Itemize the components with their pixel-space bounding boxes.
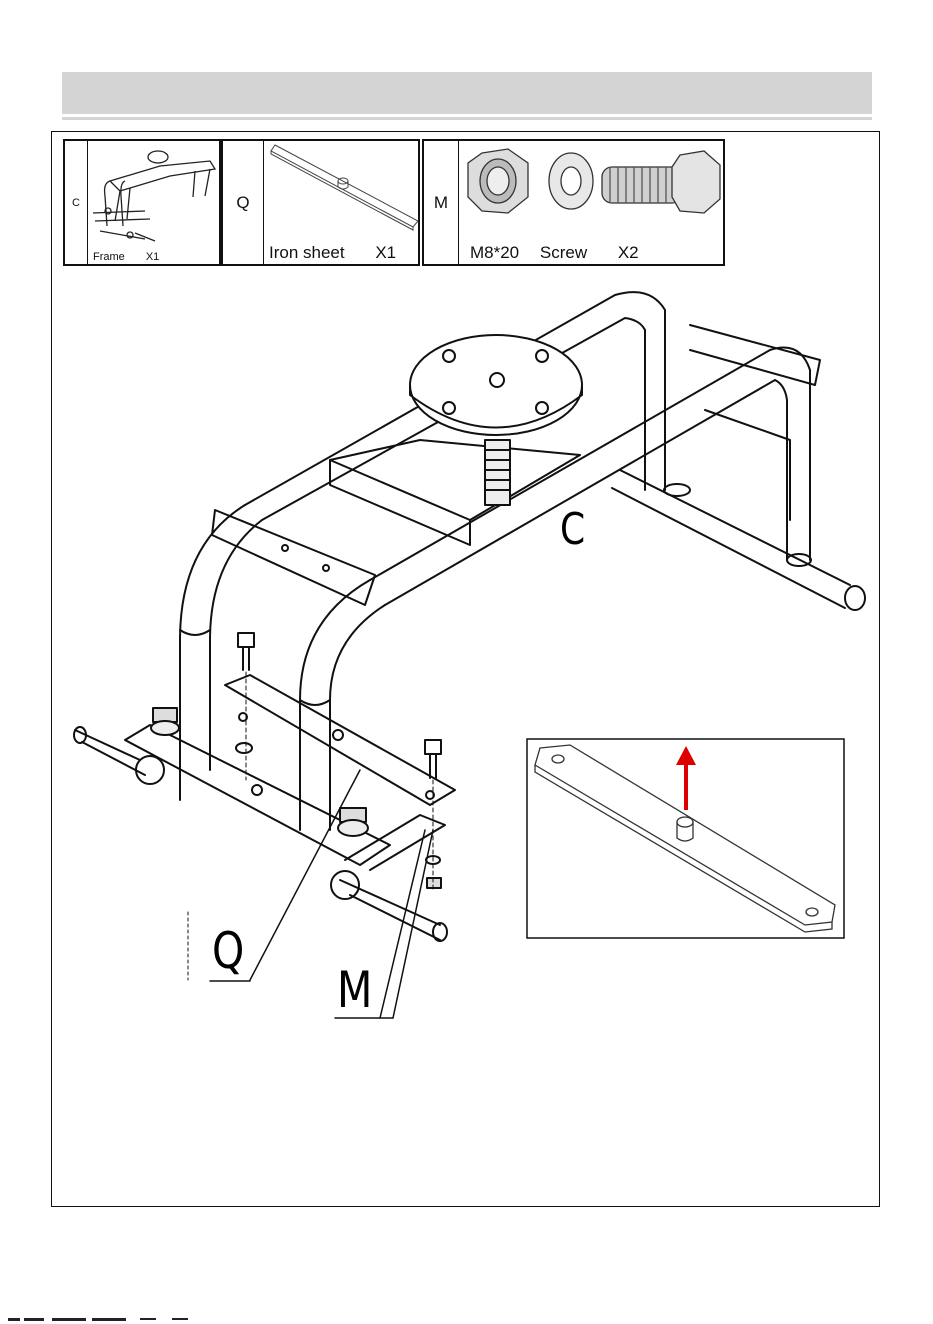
callout-m: M xyxy=(337,965,372,1015)
footer-mark xyxy=(52,1318,86,1321)
footer-mark xyxy=(92,1318,126,1321)
callout-c: C xyxy=(560,508,585,552)
callout-q: Q xyxy=(212,926,244,976)
footer-mark xyxy=(24,1318,44,1321)
footer-mark xyxy=(172,1318,188,1320)
footer-mark xyxy=(8,1318,20,1321)
footer-mark xyxy=(140,1318,156,1320)
iron-sheet-inset xyxy=(527,739,844,938)
